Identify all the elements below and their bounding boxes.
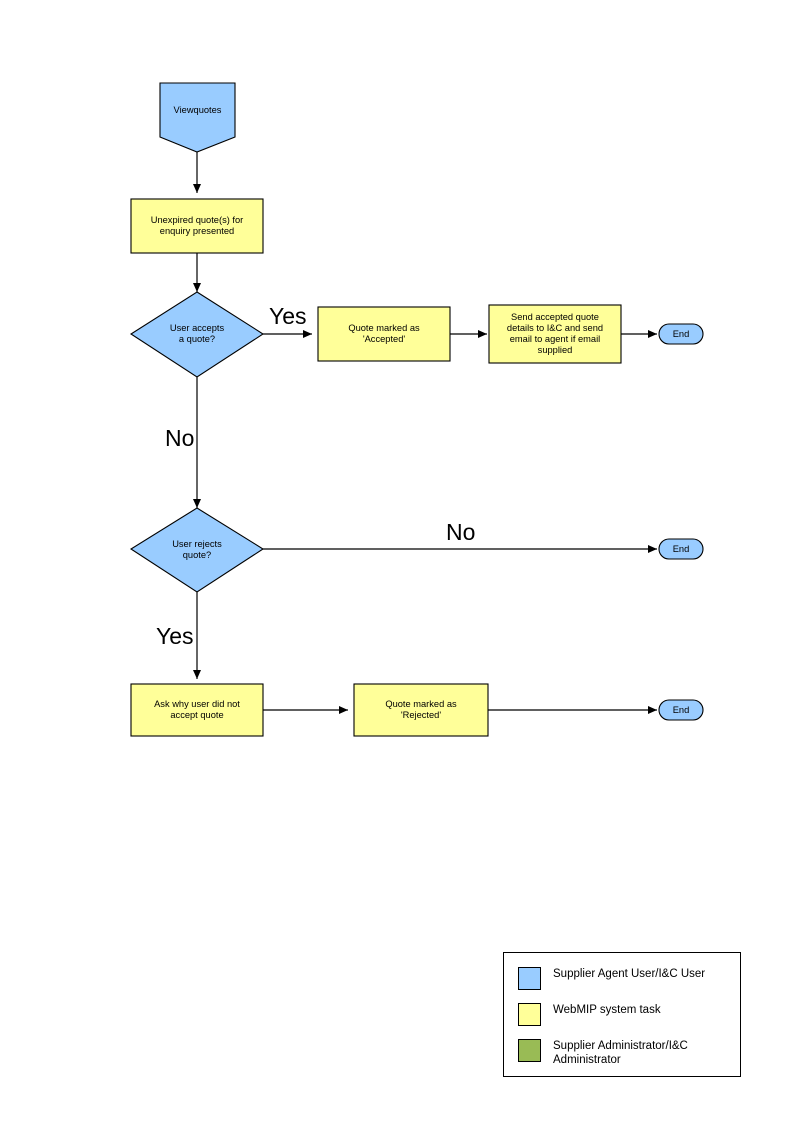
legend-label-supplier-administrator: Supplier Administrator/I&C Administrator — [553, 1040, 688, 1067]
edge-label-rejects-yes: Yes — [156, 623, 194, 649]
node-send-accepted-details[interactable] — [488, 304, 622, 364]
legend-swatch-yellow — [518, 1003, 541, 1026]
node-unexpired-quotes[interactable] — [130, 198, 264, 254]
edge-label-rejects-no: No — [446, 519, 476, 545]
legend-label-webmip-system: WebMIP system task — [553, 1004, 661, 1016]
node-decision-user-accepts[interactable] — [129, 291, 265, 378]
legend-item-webmip-system: WebMIP system task — [518, 1003, 661, 1026]
node-quote-marked-accepted[interactable] — [317, 306, 451, 362]
node-end-no-reject[interactable] — [658, 538, 704, 560]
edge-label-accepts-yes: Yes — [269, 303, 307, 329]
node-end-rejected[interactable] — [658, 699, 704, 721]
legend-item-supplier-agent: Supplier Agent User/I&C User — [518, 967, 705, 990]
legend-swatch-blue — [518, 967, 541, 990]
node-end-accepted[interactable] — [658, 323, 704, 345]
node-ask-why-not-accepted[interactable] — [130, 683, 264, 737]
legend-item-supplier-administrator: Supplier Administrator/I&C Administrator — [518, 1039, 688, 1067]
legend-label-supplier-agent: Supplier Agent User/I&C User — [553, 968, 706, 980]
node-start-viewquotes[interactable] — [159, 82, 236, 153]
node-quote-marked-rejected[interactable] — [353, 683, 489, 737]
edge-label-accepts-no: No — [165, 425, 195, 451]
node-decision-user-rejects[interactable] — [129, 507, 265, 593]
legend: Supplier Agent User/I&C User WebMIP syst… — [503, 952, 741, 1077]
legend-swatch-green — [518, 1039, 541, 1062]
